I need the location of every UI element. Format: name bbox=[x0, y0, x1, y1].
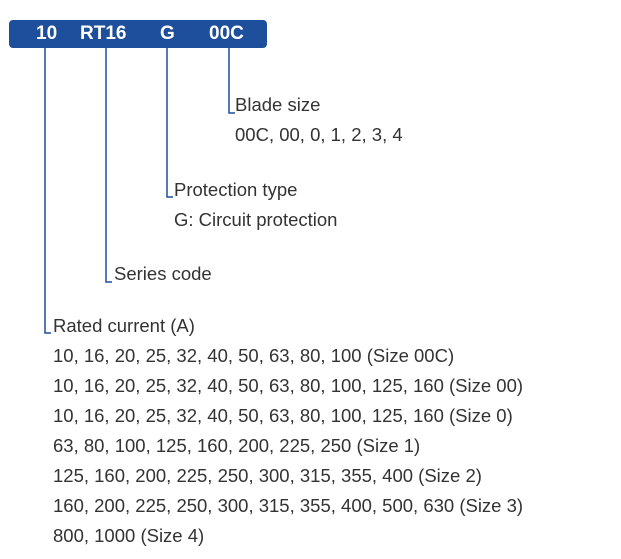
rated-current-line: 10, 16, 20, 25, 32, 40, 50, 63, 80, 100,… bbox=[53, 375, 524, 396]
series-code-title: Series code bbox=[114, 263, 212, 284]
blade-size-title: Blade size bbox=[235, 94, 321, 115]
rated-current-line: 160, 200, 225, 250, 300, 315, 355, 400, … bbox=[53, 495, 524, 516]
connector-rated-current bbox=[44, 48, 51, 334]
rated-current-line: 125, 160, 200, 225, 250, 300, 315, 355, … bbox=[53, 465, 482, 486]
protection-type-values: G: Circuit protection bbox=[174, 209, 338, 230]
code-segment-rated-current: 10 bbox=[36, 23, 58, 44]
part-number-code-bar: 10 RT16 G 00C bbox=[9, 20, 267, 48]
code-segment-series: RT16 bbox=[80, 23, 127, 44]
rated-current-title: Rated current (A) bbox=[53, 315, 195, 336]
connector-protection-type bbox=[166, 48, 173, 198]
rated-current-line: 63, 80, 100, 125, 160, 200, 225, 250 (Si… bbox=[53, 435, 421, 456]
rated-current-line: 10, 16, 20, 25, 32, 40, 50, 63, 80, 100,… bbox=[53, 405, 513, 426]
protection-type-title: Protection type bbox=[174, 179, 298, 200]
rated-current-line: 800, 1000 (Size 4) bbox=[53, 525, 205, 546]
connector-series-code bbox=[105, 48, 112, 283]
protection-type-block: Protection type G: Circuit protection bbox=[174, 175, 337, 235]
blade-size-values: 00C, 00, 0, 1, 2, 3, 4 bbox=[235, 124, 403, 145]
code-segment-blade-size: 00C bbox=[209, 23, 244, 44]
blade-size-block: Blade size 00C, 00, 0, 1, 2, 3, 4 bbox=[235, 90, 403, 150]
rated-current-block: Rated current (A) 10, 16, 20, 25, 32, 40… bbox=[53, 311, 523, 551]
code-segment-protection: G bbox=[160, 23, 175, 44]
series-code-block: Series code bbox=[114, 259, 212, 289]
rated-current-line: 10, 16, 20, 25, 32, 40, 50, 63, 80, 100 … bbox=[53, 345, 455, 366]
connector-blade-size bbox=[228, 48, 235, 114]
